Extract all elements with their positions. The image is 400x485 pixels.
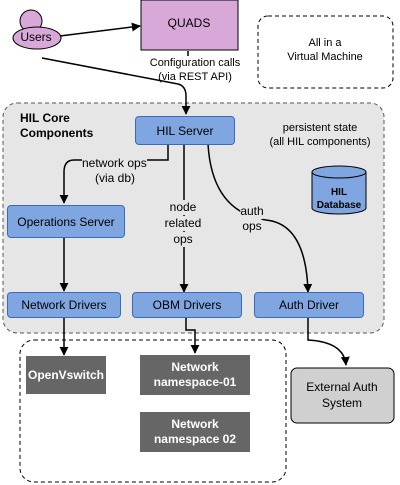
virtual-machine-region	[257, 15, 394, 89]
hil-to-auth-arrow	[207, 143, 313, 293]
users-to-hil-arrow	[41, 57, 191, 115]
network-ops-line-1: network ops	[82, 156, 147, 171]
users-to-quads-arrow	[59, 22, 141, 37]
virtual-machine-line-1: All in a	[308, 37, 342, 49]
openvswitch-box: OpenVswitch	[26, 356, 106, 394]
external-auth-box	[290, 367, 395, 424]
hil-database-icon	[311, 165, 367, 215]
auth-ops-line-1: auth	[240, 204, 264, 219]
virtual-machine-line-2: Virtual Machine	[287, 51, 363, 63]
hil-to-ops-server-arrow	[59, 144, 169, 204]
network-drivers-box: Network Drivers	[7, 292, 121, 318]
obm-to-namespace-arrow	[185, 317, 200, 354]
database-line-1: HIL	[330, 187, 348, 198]
auth-driver-to-external-arrow	[307, 317, 350, 366]
users-icon	[12, 9, 62, 50]
node-ops-line-3: ops	[173, 232, 193, 247]
users-label: Users	[20, 30, 52, 44]
core-title-line-1: HIL Core	[20, 111, 70, 125]
auth-driver-box: Auth Driver	[254, 292, 364, 318]
persistent-state-line-1: persistent state	[282, 122, 358, 134]
namespace-02-line-2: namespace 02	[153, 432, 237, 446]
operations-server-box: Operations Server	[7, 205, 125, 238]
hil-server-box: HIL Server	[135, 116, 235, 145]
persistent-state-line-2: (all HIL components)	[269, 136, 371, 148]
namespace-02-box: Network namespace 02	[140, 412, 250, 452]
namespace-01-line-2: namespace-01	[153, 375, 237, 389]
namespace-02-line-1: Network	[171, 417, 219, 431]
node-ops-line-1: node	[169, 200, 197, 215]
quads-label: QUADS	[167, 16, 211, 30]
auth-ops-line-2: ops	[242, 219, 262, 234]
external-auth-line-2: System	[321, 396, 363, 410]
node-ops-line-2: related	[164, 216, 202, 231]
config-calls-line-1: Configuration calls	[149, 56, 241, 70]
namespace-01-box: Network namespace-01	[140, 355, 250, 395]
quads-box	[140, 0, 239, 51]
namespace-01-line-1: Network	[171, 360, 219, 374]
obm-drivers-box: OBM Drivers	[132, 292, 242, 318]
database-line-2: Database	[316, 200, 362, 211]
network-ops-line-2: (via db)	[95, 171, 136, 185]
external-auth-line-1: External Auth	[306, 380, 378, 394]
config-calls-line-2: (via REST API)	[158, 71, 232, 83]
core-title-line-2: Components	[20, 126, 94, 140]
